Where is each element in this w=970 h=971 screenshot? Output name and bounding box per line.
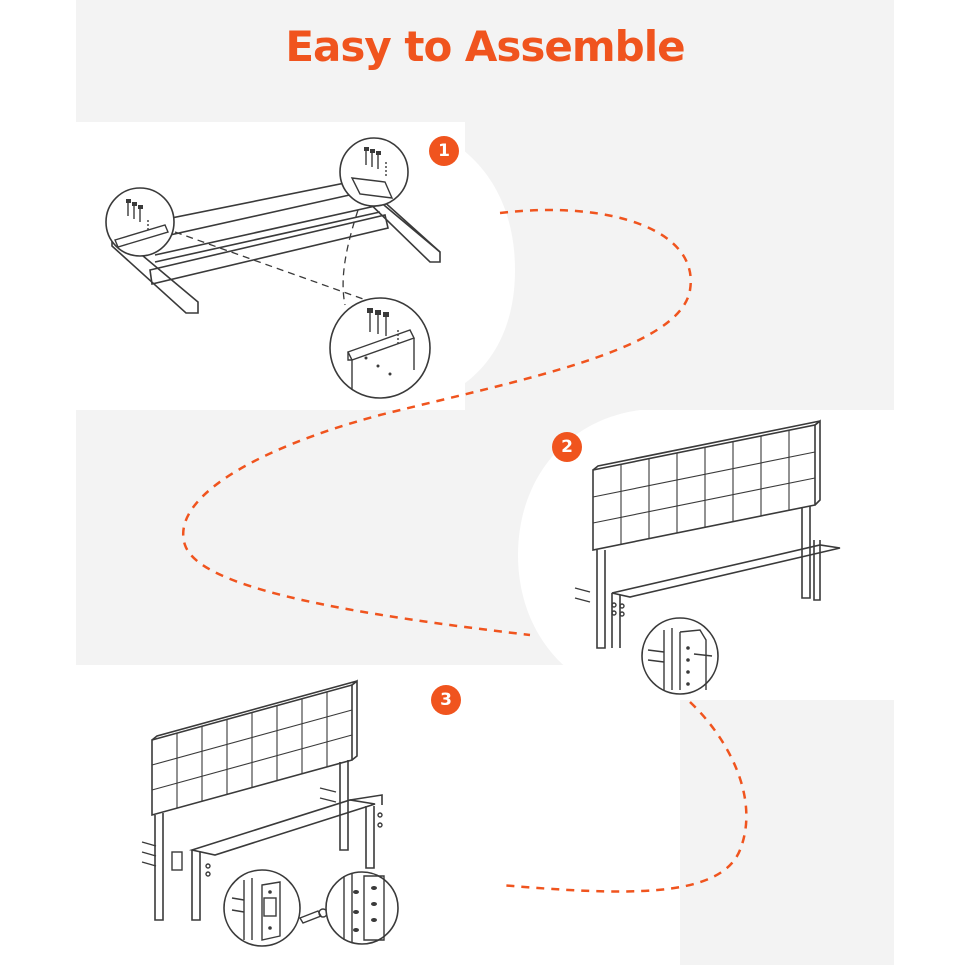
step-1-callout-lines — [174, 209, 381, 306]
page-title: Easy to Assemble — [285, 22, 685, 71]
step-1-detail-right — [339, 137, 409, 207]
step-3-headboard-drawing — [151, 679, 383, 921]
dashed-connector — [182, 208, 748, 893]
step-3-bolts — [141, 787, 383, 877]
step-2-badge: 2 — [552, 432, 582, 462]
step-2-detail — [641, 617, 719, 695]
step-2-headboard-drawing — [592, 419, 841, 649]
step-3-badge: 3 — [431, 685, 461, 715]
step-2-bolts — [574, 587, 625, 617]
step-1-detail-bottom — [329, 297, 431, 399]
step-1-detail-left — [105, 187, 175, 257]
step-1-badge: 1 — [429, 136, 459, 166]
step-3-detail-left — [223, 869, 301, 947]
step-3-detail-right — [325, 871, 399, 945]
